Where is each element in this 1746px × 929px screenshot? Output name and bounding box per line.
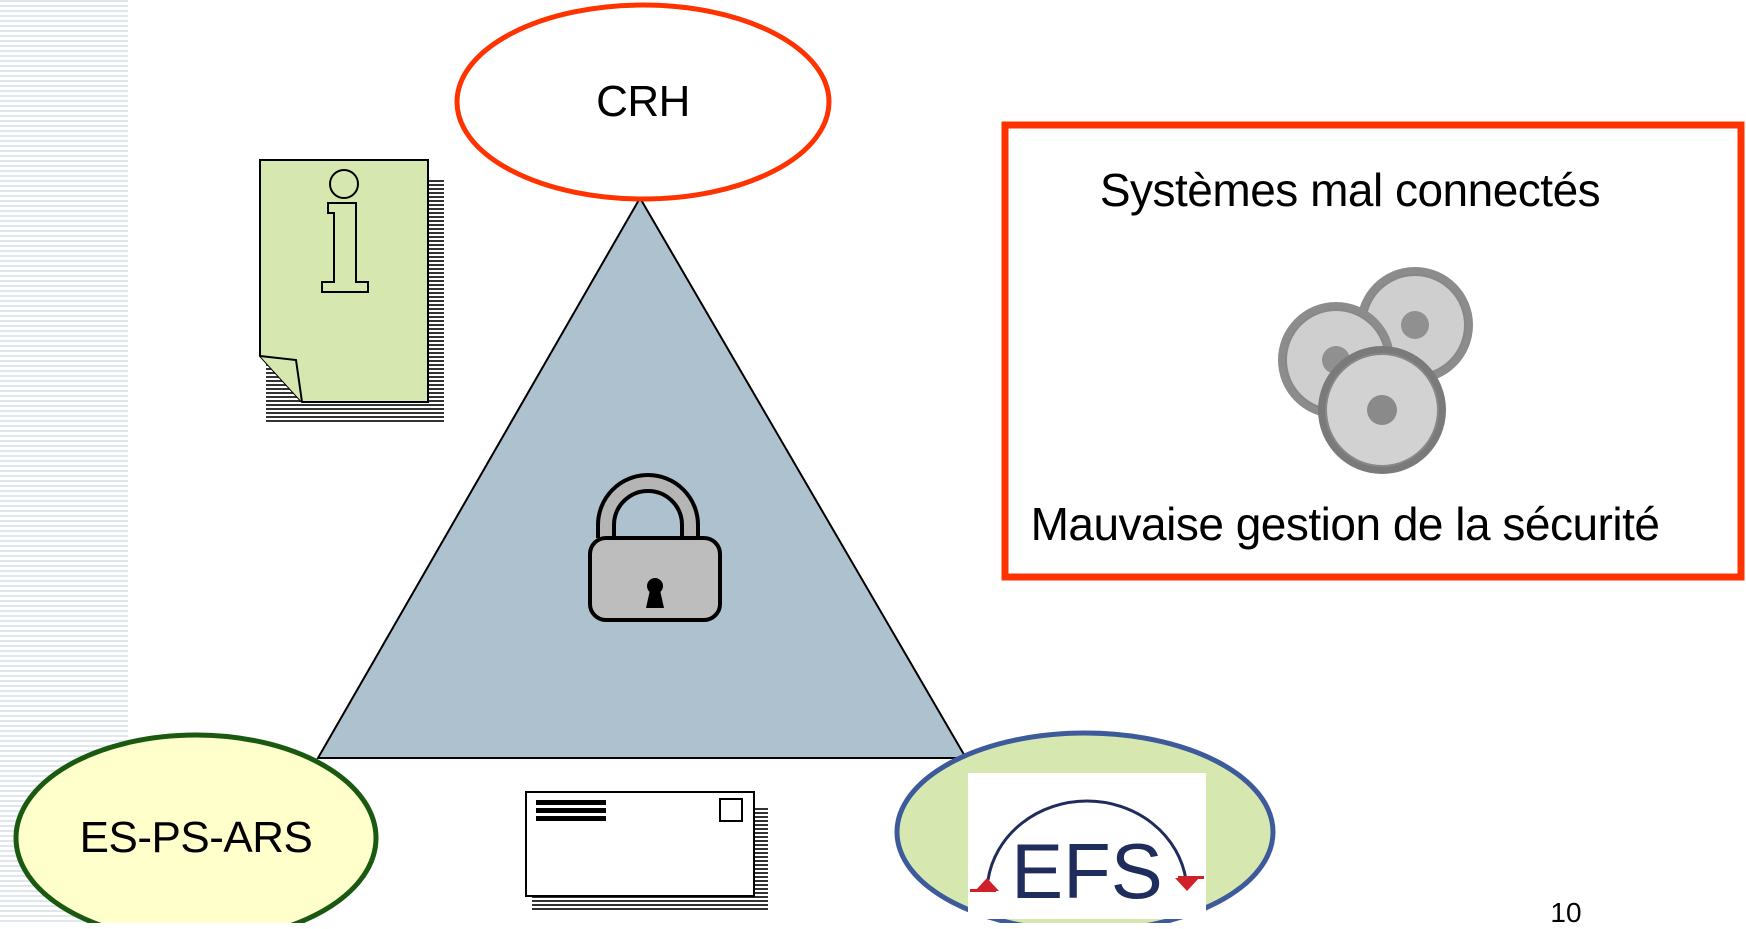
- efs-logo: EFS: [968, 773, 1206, 919]
- envelope-icon: [525, 791, 768, 912]
- es-ps-ars-node: [13, 732, 379, 923]
- crh-label: CRH: [596, 77, 690, 126]
- info-document-icon: [259, 159, 444, 422]
- gears-icon: [1278, 267, 1473, 474]
- slide-number: 10: [1550, 897, 1582, 928]
- padlock-icon: [588, 473, 722, 622]
- efs-logo-text: EFS: [1011, 827, 1163, 915]
- problem-systems-text: Systèmes mal connectés: [1099, 164, 1601, 216]
- es-ps-ars-label: ES-PS-ARS: [79, 813, 313, 862]
- problem-security-text: Mauvaise gestion de la sécurité: [1030, 498, 1660, 550]
- crh-node: [454, 2, 832, 202]
